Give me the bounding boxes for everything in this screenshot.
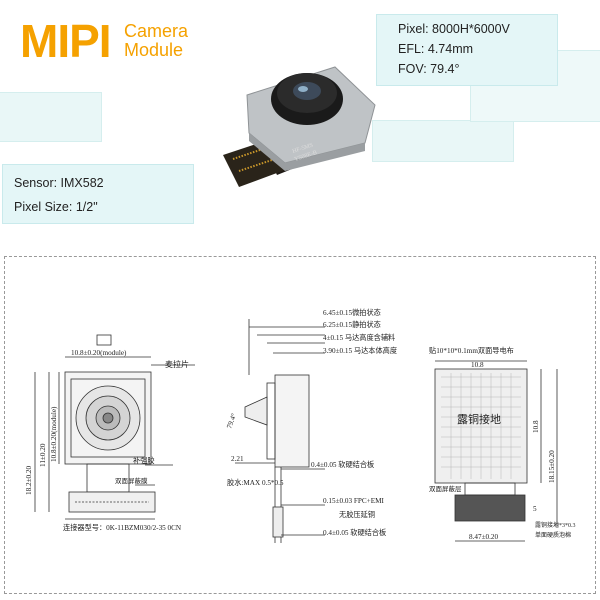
label-glue: 胶水:MAX 0.5*0.5 <box>227 478 284 487</box>
label-conductive: 贴10*10*0.1mm双面导电布 <box>429 346 514 355</box>
dim-conn-h: 5 <box>533 505 537 513</box>
dim-conn-w: 8.47±0.20 <box>469 533 499 541</box>
dim-board-2: 0.4±0.05 软硬结合板 <box>323 528 386 537</box>
front-view <box>34 334 195 520</box>
brand-subtitle: Camera Module <box>124 22 188 60</box>
label-stiffener: 补强胶 <box>133 456 155 465</box>
dim-side-left: 2.21 <box>231 455 244 463</box>
dim-side-4: 3.90±0.15 马达本体高度 <box>323 346 397 355</box>
label-shield-front: 双面屏蔽膜 <box>115 476 148 485</box>
label-no-press: 无胶压延铜 <box>339 510 375 519</box>
dim-module-height: 10.8±0.20(module) <box>50 406 58 462</box>
specs-top-box <box>376 14 558 86</box>
dim-side-3: 4±0.15 马达高度含辅料 <box>323 333 395 342</box>
dim-height-11: 11±0.20 <box>39 443 47 467</box>
dim-back-total: 18.15±0.20 <box>548 450 556 483</box>
camera-module-image: HF-5MS YS08E-B <box>223 66 376 187</box>
spec-pixel: Pixel: 8000H*6000V <box>398 22 510 36</box>
spec-pixel-size: Pixel Size: 1/2" <box>14 200 98 214</box>
dim-back-height: 10.8 <box>532 420 540 433</box>
decor-panel <box>372 120 514 162</box>
label-shield-back: 双面屏蔽层 <box>429 484 462 493</box>
label-mylar: 麦拉片 <box>165 359 189 369</box>
spec-efl: EFL: 4.74mm <box>398 42 474 56</box>
spec-sensor: Sensor: IMX582 <box>14 176 104 190</box>
dim-side-1: 6.45±0.15微拍状态 <box>323 308 381 317</box>
label-copper: 露铜接地*3*0.3 <box>535 521 576 529</box>
dim-height-total: 18.2±0.20 <box>25 465 33 495</box>
dim-module-width: 10.8±0.20(module) <box>71 349 127 357</box>
technical-drawing: 10.8±0.20(module) 麦拉片 18.2±0.20 11±0.20 … <box>4 256 596 594</box>
side-view <box>235 319 325 543</box>
lens-glass <box>293 82 321 100</box>
specs-left-box <box>2 164 194 224</box>
dim-back-width: 10.8 <box>471 361 484 369</box>
label-ground: 露铜接地 <box>457 412 501 426</box>
drawing-canvas: 10.8±0.20(module) 麦拉片 18.2±0.20 11±0.20 … <box>25 308 576 543</box>
brand-logo: MIPI <box>20 15 112 67</box>
dim-board-1: 0.4±0.05 软硬结合板 <box>311 460 374 469</box>
dim-side-2: 6.25±0.15静拍状态 <box>323 320 381 329</box>
spec-fov: FOV: 79.4° <box>398 62 460 76</box>
brand-subtitle-line1: Camera <box>124 21 189 41</box>
dim-fpc: 0.15±0.03 FPC+EMI <box>323 497 385 505</box>
product-banner: MIPI Camera Module Pixel: 8000H*6000V EF… <box>0 0 600 240</box>
label-connector: 连接器型号：0K-11BZM030/2-35 0CN <box>63 523 182 532</box>
label-single: 单面硬质泡棉 <box>535 531 571 539</box>
decor-panel <box>0 92 102 142</box>
back-view <box>434 360 558 542</box>
lens-highlight <box>298 86 308 92</box>
dim-angle: 79.4° <box>225 412 238 429</box>
brand-subtitle-line2: Module <box>124 40 184 60</box>
housing-side <box>249 133 365 171</box>
